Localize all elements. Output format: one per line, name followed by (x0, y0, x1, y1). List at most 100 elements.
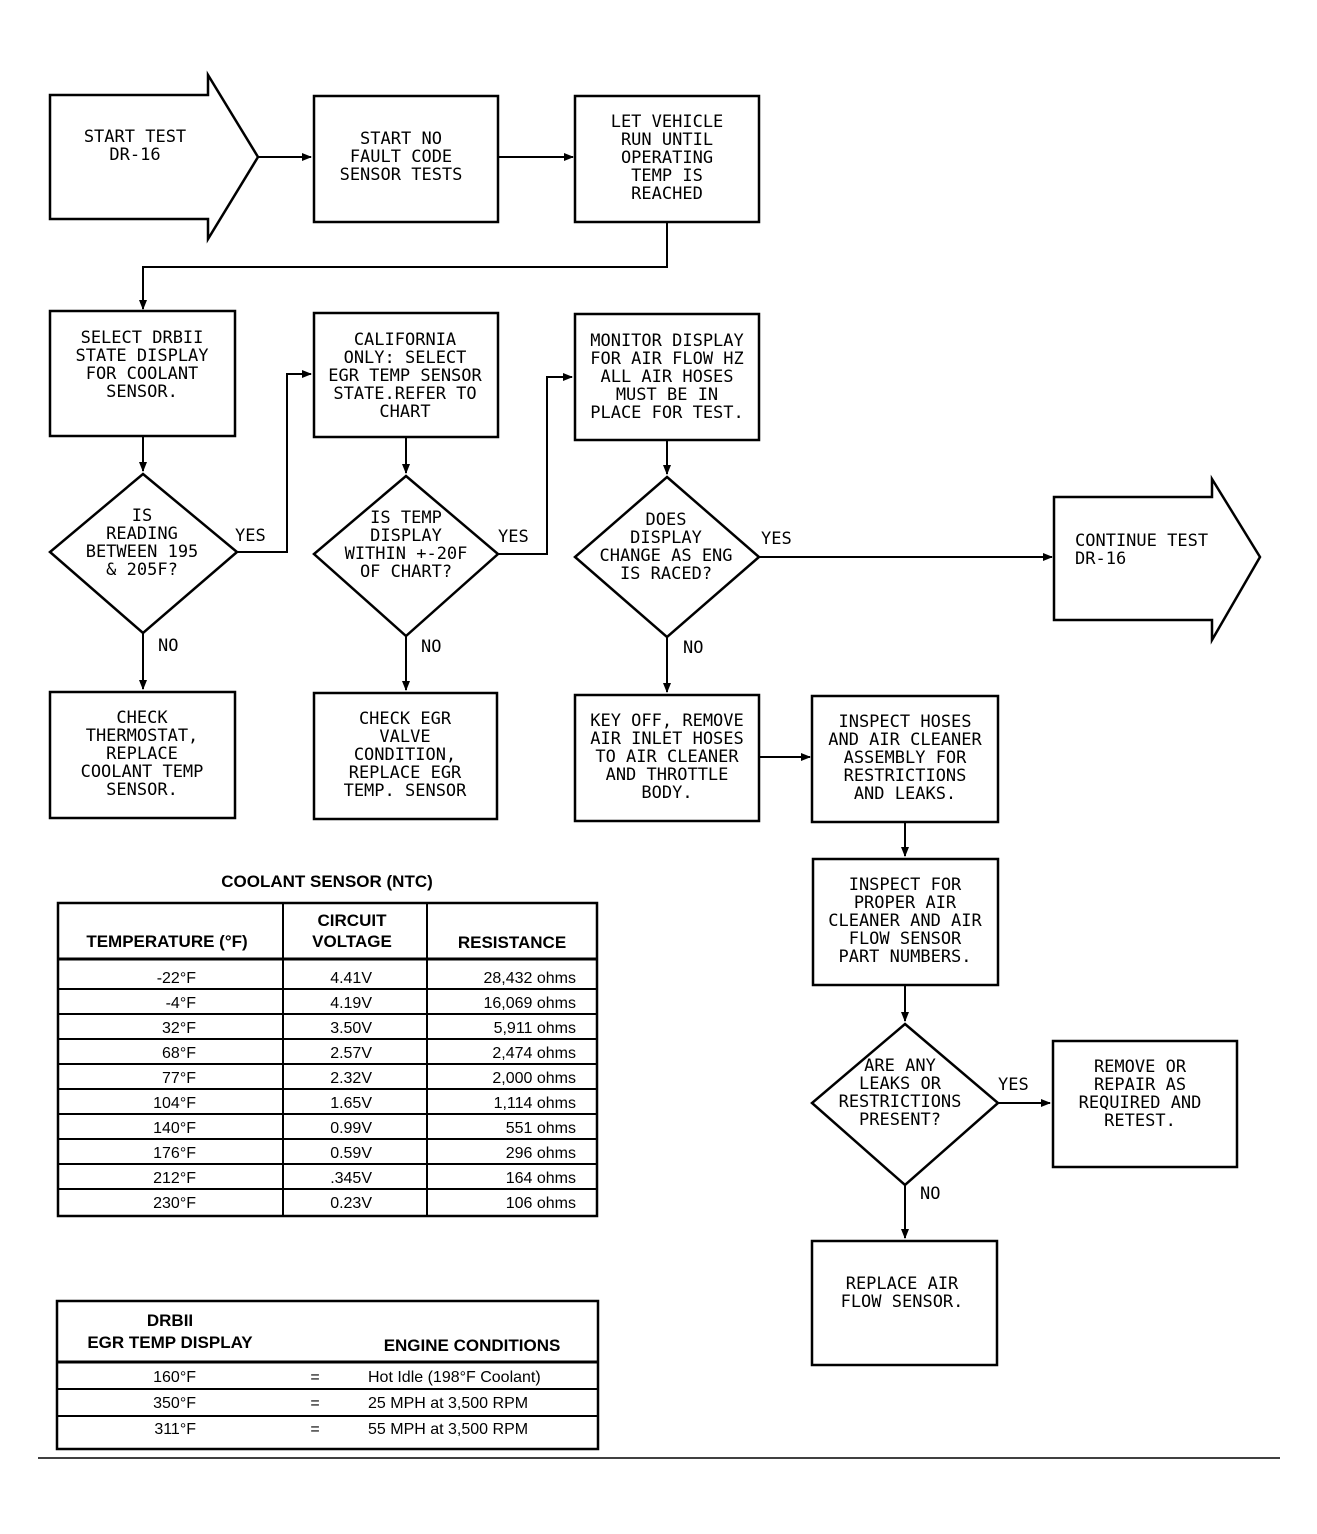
coolant-cell-temp: 68°F (162, 1045, 196, 1062)
no-label-3: NO (683, 638, 703, 658)
edge-labels: YES NO YES NO YES NO YES NO (158, 526, 1029, 1204)
shapes (48, 70, 1262, 1367)
coolant-table-title: COOLANT SENSOR (NTC) (221, 872, 433, 891)
coolant-cell-resistance: 2,474 ohms (492, 1045, 576, 1062)
coolant-cell-voltage: 3.50V (330, 1020, 372, 1037)
egr-cell-equals: = (310, 1395, 319, 1412)
coolant-cell-resistance: 28,432 ohms (483, 970, 576, 987)
coolant-table-rows: -22°F 4.41V 28,432 ohms -4°F 4.19V 16,069 ohm… (153, 970, 576, 1212)
coolant-table-frame (56, 901, 599, 1218)
coolant-cell-temp: 176°F (153, 1145, 196, 1162)
coolant-header-resistance: RESISTANCE (458, 933, 566, 952)
coolant-cell-voltage: 4.19V (330, 995, 372, 1012)
inspect-hoses-box (810, 694, 1000, 824)
start-test-arrow-shape (48, 70, 260, 244)
arrow-q2-yes (498, 373, 573, 555)
decision-display-change-diamond (573, 475, 761, 639)
coolant-sensor-table: COOLANT SENSOR (NTC) TEMPERATURE (°F) CI… (56, 872, 599, 1218)
inspect-proper-box (811, 857, 1000, 987)
coolant-cell-temp: 230°F (153, 1195, 196, 1212)
coolant-cell-voltage: .345V (330, 1170, 372, 1187)
coolant-cell-resistance: 1,114 ohms (494, 1095, 576, 1112)
egr-cell-display: 311°F (154, 1421, 196, 1438)
connectors (139, 153, 1053, 1239)
no-label-1: NO (158, 636, 178, 656)
egr-cell-display: 160°F (153, 1369, 196, 1386)
coolant-cell-temp: -22°F (157, 970, 197, 987)
coolant-header-temperature: TEMPERATURE (°F) (86, 932, 247, 951)
coolant-cell-resistance: 16,069 ohms (483, 995, 576, 1012)
coolant-cell-resistance: 551 ohms (506, 1120, 576, 1137)
egr-cell-condition: Hot Idle (198°F Coolant) (368, 1369, 541, 1386)
arrow-q1-yes (237, 370, 312, 553)
remove-repair-box (1051, 1039, 1239, 1169)
yes-label-3: YES (761, 529, 792, 549)
check-thermostat-box (48, 690, 237, 820)
decision-leaks-diamond (810, 1022, 1000, 1187)
coolant-cell-temp: 104°F (153, 1095, 196, 1112)
coolant-cell-resistance: 164 ohms (506, 1170, 576, 1187)
egr-cell-equals: = (310, 1421, 319, 1438)
decision-temp-display-diamond (312, 474, 500, 638)
no-label-2: NO (421, 637, 441, 657)
select-drbii-box (48, 309, 237, 438)
check-egr-box (312, 691, 499, 821)
coolant-cell-voltage: 4.41V (330, 970, 372, 987)
coolant-cell-resistance: 2,000 ohms (492, 1070, 576, 1087)
egr-cell-equals: = (310, 1369, 319, 1386)
egr-header-engine-conditions: ENGINE CONDITIONS (384, 1336, 561, 1355)
coolant-cell-voltage: 0.59V (330, 1145, 372, 1162)
replace-sensor-box (810, 1239, 999, 1367)
start-no-fault-box (312, 94, 500, 224)
arrow-letrun-to-select (139, 222, 668, 310)
coolant-cell-temp: 77°F (162, 1070, 196, 1087)
egr-table-rows: 160°F = Hot Idle (198°F Coolant) 350°F = 25 M… (153, 1369, 541, 1438)
monitor-display-box (573, 312, 761, 442)
let-vehicle-run-box (573, 94, 761, 224)
coolant-cell-voltage: 1.65V (330, 1095, 372, 1112)
coolant-cell-resistance: 5,911 ohms (494, 1020, 576, 1037)
no-label-4: NO (920, 1184, 940, 1204)
decision-reading-diamond (48, 472, 239, 635)
egr-cell-display: 350°F (153, 1395, 196, 1412)
continue-test-arrow-shape (1052, 474, 1262, 645)
coolant-cell-temp: 32°F (162, 1020, 196, 1037)
yes-label-1: YES (235, 526, 266, 546)
coolant-cell-voltage: 0.99V (330, 1120, 372, 1137)
yes-label-2: YES (498, 527, 529, 547)
coolant-cell-voltage: 2.32V (330, 1070, 372, 1087)
coolant-cell-voltage: 0.23V (330, 1195, 372, 1212)
coolant-cell-voltage: 2.57V (330, 1045, 372, 1062)
coolant-cell-temp: 212°F (153, 1170, 196, 1187)
yes-label-4: YES (998, 1075, 1029, 1095)
coolant-cell-temp: 140°F (153, 1120, 196, 1137)
egr-table-frame (55, 1299, 600, 1451)
coolant-cell-resistance: 296 ohms (506, 1145, 576, 1162)
coolant-cell-temp: -4°F (166, 995, 197, 1012)
key-off-box (573, 693, 761, 823)
egr-cell-condition: 25 MPH at 3,500 RPM (368, 1395, 528, 1412)
